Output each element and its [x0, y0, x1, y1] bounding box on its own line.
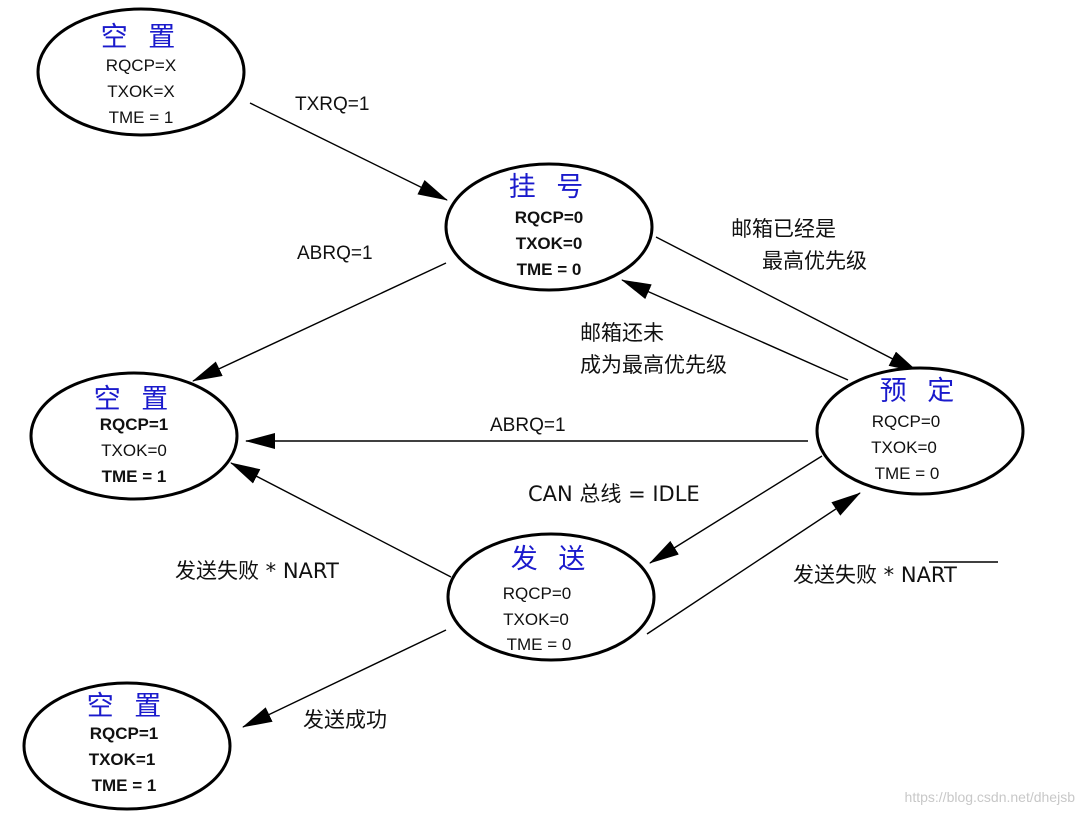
state-idle-mid: 空 置 RQCP=1 TXOK=0 TME = 1 [29, 371, 239, 501]
label-success: 发送成功 [303, 708, 387, 732]
label-fail-nart: 发送失败 * NART [175, 559, 339, 583]
state-txok: TXOK=1 [89, 750, 156, 769]
edge-scheduled-to-pending [621, 279, 849, 381]
state-title: 预 定 [880, 376, 961, 407]
label-bus-idle: CAN 总线 = IDLE [528, 482, 700, 506]
label-fail-not-nart-prefix: 发送失败 * [793, 563, 901, 587]
state-rqcp: RQCP=0 [503, 584, 572, 603]
edge-transmit-to-scheduled [646, 492, 861, 635]
state-idle-top: 空 置 RQCP=X TXOK=X TME = 1 [36, 7, 246, 137]
state-txok: TXOK=0 [503, 610, 569, 629]
label-not-highest-line1: 邮箱还未 [580, 321, 664, 345]
state-tme: TME = 1 [92, 776, 157, 795]
state-pending: 挂 号 RQCP=0 TXOK=0 TME = 0 [444, 162, 654, 292]
label-fail-not-nart-signal: NART [901, 563, 957, 587]
state-title: 空 置 [94, 384, 175, 415]
state-idle-bottom: 空 置 RQCP=1 TXOK=1 TME = 1 [22, 681, 232, 811]
state-txok: TXOK=0 [101, 441, 167, 460]
state-txok: TXOK=0 [516, 234, 583, 253]
state-rqcp: RQCP=0 [872, 412, 941, 431]
label-highest-line1: 邮箱已经是 [731, 217, 836, 241]
label-fail-not-nart: 发送失败 * NART [793, 563, 957, 587]
label-txrq: TXRQ=1 [295, 94, 369, 115]
edge-transmit-to-idle-bottom [242, 629, 447, 728]
edge-transmit-to-idle [230, 462, 452, 578]
edge-idle-to-pending [249, 102, 448, 201]
label-not-highest-line2: 成为最高优先级 [580, 353, 727, 377]
state-tme: TME = 0 [875, 464, 940, 483]
state-scheduled: 预 定 RQCP=0 TXOK=0 TME = 0 [815, 366, 1025, 496]
state-rqcp: RQCP=0 [515, 208, 584, 227]
state-title: 挂 号 [509, 172, 590, 203]
watermark-url: https://blog.csdn.net/dhejsb [905, 789, 1076, 805]
state-txok: TXOK=X [107, 82, 175, 101]
state-rqcp: RQCP=1 [100, 415, 169, 434]
state-tme: TME = 1 [102, 467, 167, 486]
state-tme: TME = 1 [109, 108, 174, 127]
state-rqcp: RQCP=X [106, 56, 176, 75]
state-txok: TXOK=0 [871, 438, 937, 457]
edge-pending-to-scheduled [655, 236, 919, 373]
label-abrq-pending: ABRQ=1 [297, 243, 373, 264]
edge-pending-to-idle [192, 262, 447, 382]
state-tme: TME = 0 [517, 260, 582, 279]
label-abrq-scheduled: ABRQ=1 [490, 415, 566, 436]
state-title: 发 送 [511, 544, 592, 575]
state-rqcp: RQCP=1 [90, 724, 159, 743]
state-title: 空 置 [101, 22, 182, 53]
state-title: 空 置 [87, 691, 168, 722]
state-tme: TME = 0 [507, 635, 572, 654]
state-transmit: 发 送 RQCP=0 TXOK=0 TME = 0 [446, 532, 656, 662]
edge-scheduled-to-transmit [649, 455, 823, 564]
label-highest-line2: 最高优先级 [762, 249, 867, 273]
